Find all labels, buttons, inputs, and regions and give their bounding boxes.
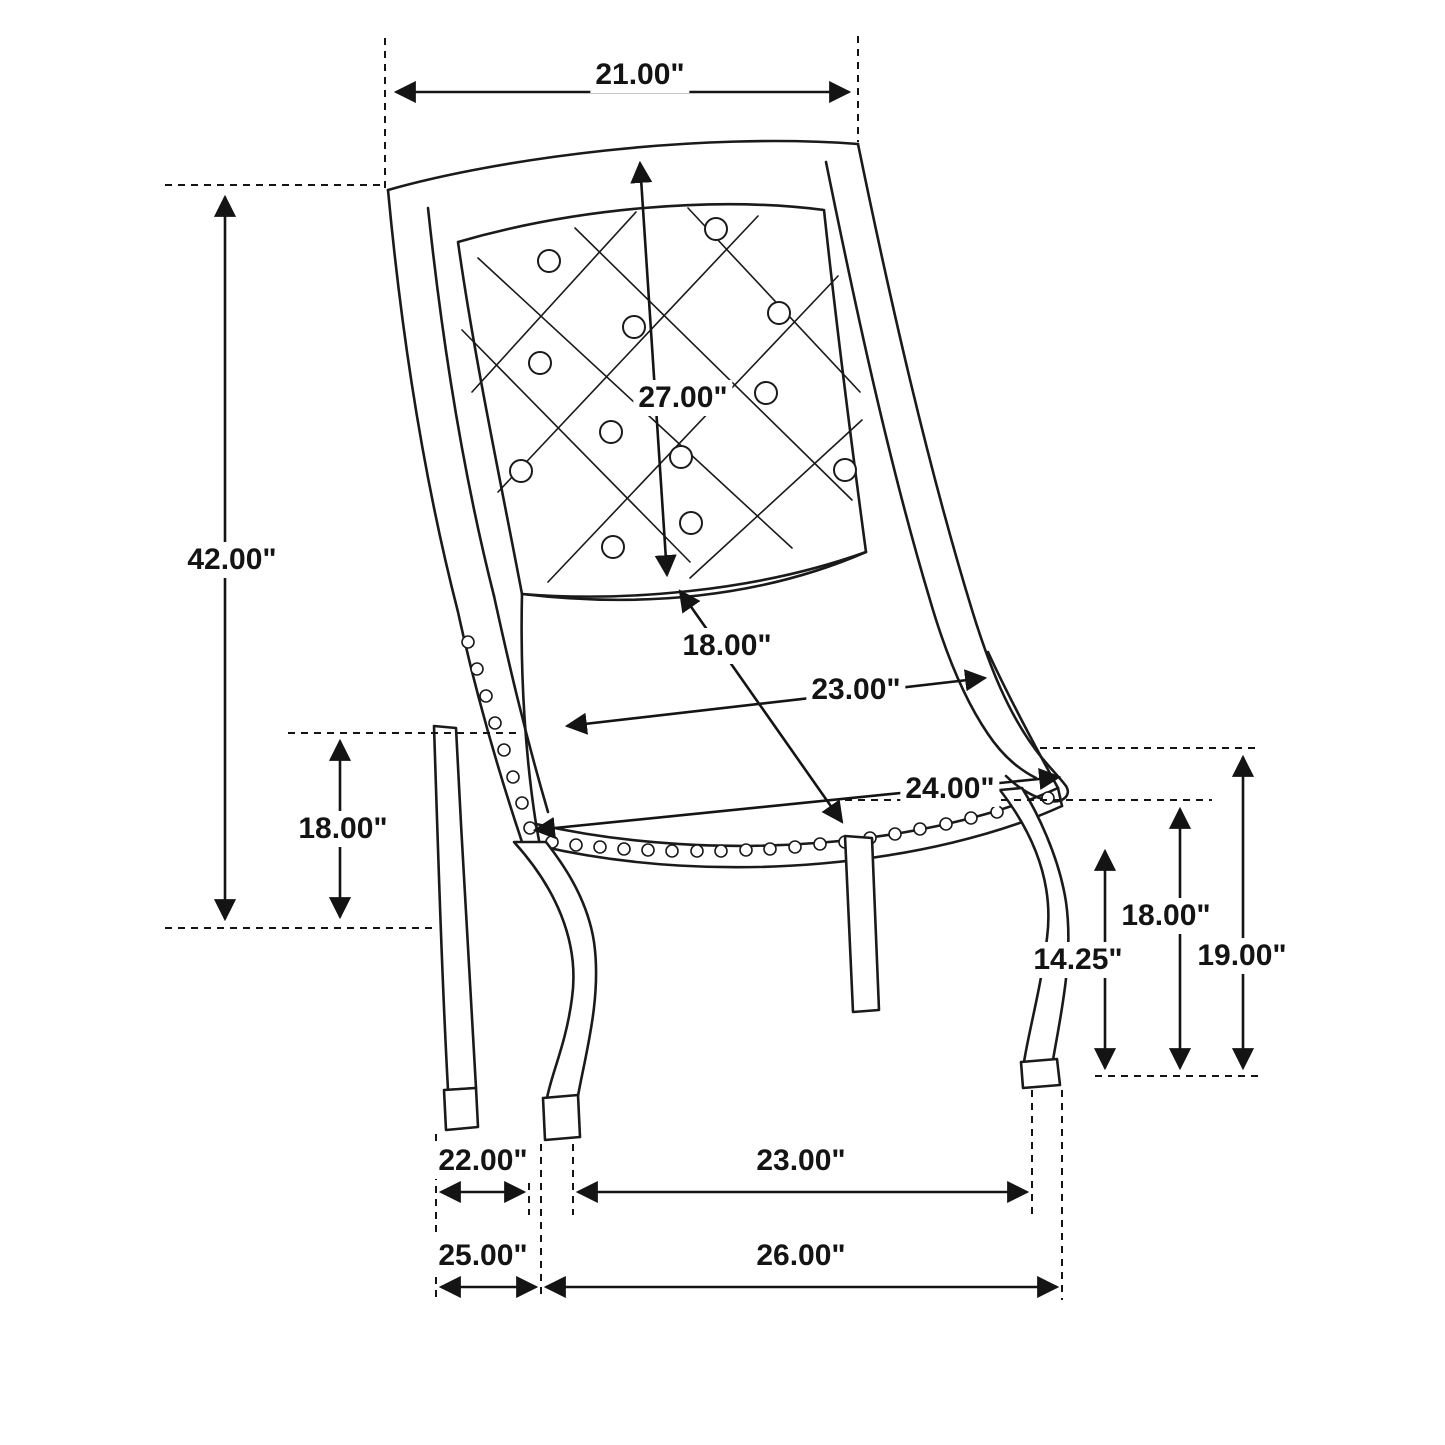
front-left-leg <box>512 840 598 1100</box>
back-left-leg <box>432 724 478 1092</box>
tufting-line <box>497 215 759 493</box>
dim-label-base-depth: 25.00" <box>433 1238 533 1274</box>
seat-band-right-cap <box>1056 786 1064 808</box>
seat-back-seam <box>520 550 868 602</box>
chair-drawing <box>386 139 1070 1142</box>
seat-left-edge <box>520 592 538 826</box>
dim-label-front-leg-spacing: 22.00" <box>433 1143 533 1179</box>
back-right-leg <box>843 834 881 1014</box>
dim-back-height <box>630 160 677 578</box>
front-right-leg <box>998 786 1070 1064</box>
back-left-foot <box>442 1086 480 1132</box>
dim-label-front-height: 19.00" <box>1192 938 1292 974</box>
dim-label-top-width: 21.00" <box>590 57 690 93</box>
seat-right-edge <box>986 650 1060 790</box>
dim-label-back-height: 27.00" <box>633 380 733 416</box>
chair-back-top-edge <box>386 139 860 192</box>
chair-legs <box>432 724 1070 1142</box>
tufting-line <box>689 419 863 579</box>
tufting-line <box>471 211 637 393</box>
tufting-line <box>547 275 839 583</box>
front-right-foot <box>1019 1057 1062 1090</box>
tufting-line <box>574 227 853 501</box>
dim-label-leg-height: 14.25" <box>1028 942 1128 978</box>
dimension-lines <box>213 80 1255 1299</box>
chair-left-stile <box>386 188 524 844</box>
dim-label-seat-diagonal: 18.00" <box>677 628 777 664</box>
dim-label-overall-height: 42.00" <box>182 542 282 578</box>
dim-label-seat-width-back: 23.00" <box>806 672 906 708</box>
dim-seat-width-back <box>564 669 988 735</box>
front-left-foot <box>541 1093 582 1142</box>
dim-label-seat-height: 18.00" <box>293 811 393 847</box>
chair-right-wing-inner <box>824 160 990 736</box>
chair-left-wing-inner <box>426 206 496 598</box>
nailhead-trim-left-arm <box>461 635 537 835</box>
dim-label-arm-height: 18.00" <box>1116 898 1216 934</box>
dim-label-leg-span: 23.00" <box>751 1143 851 1179</box>
dim-label-overall-depth: 26.00" <box>751 1238 851 1274</box>
dim-label-seat-width-front: 24.00" <box>900 771 1000 807</box>
